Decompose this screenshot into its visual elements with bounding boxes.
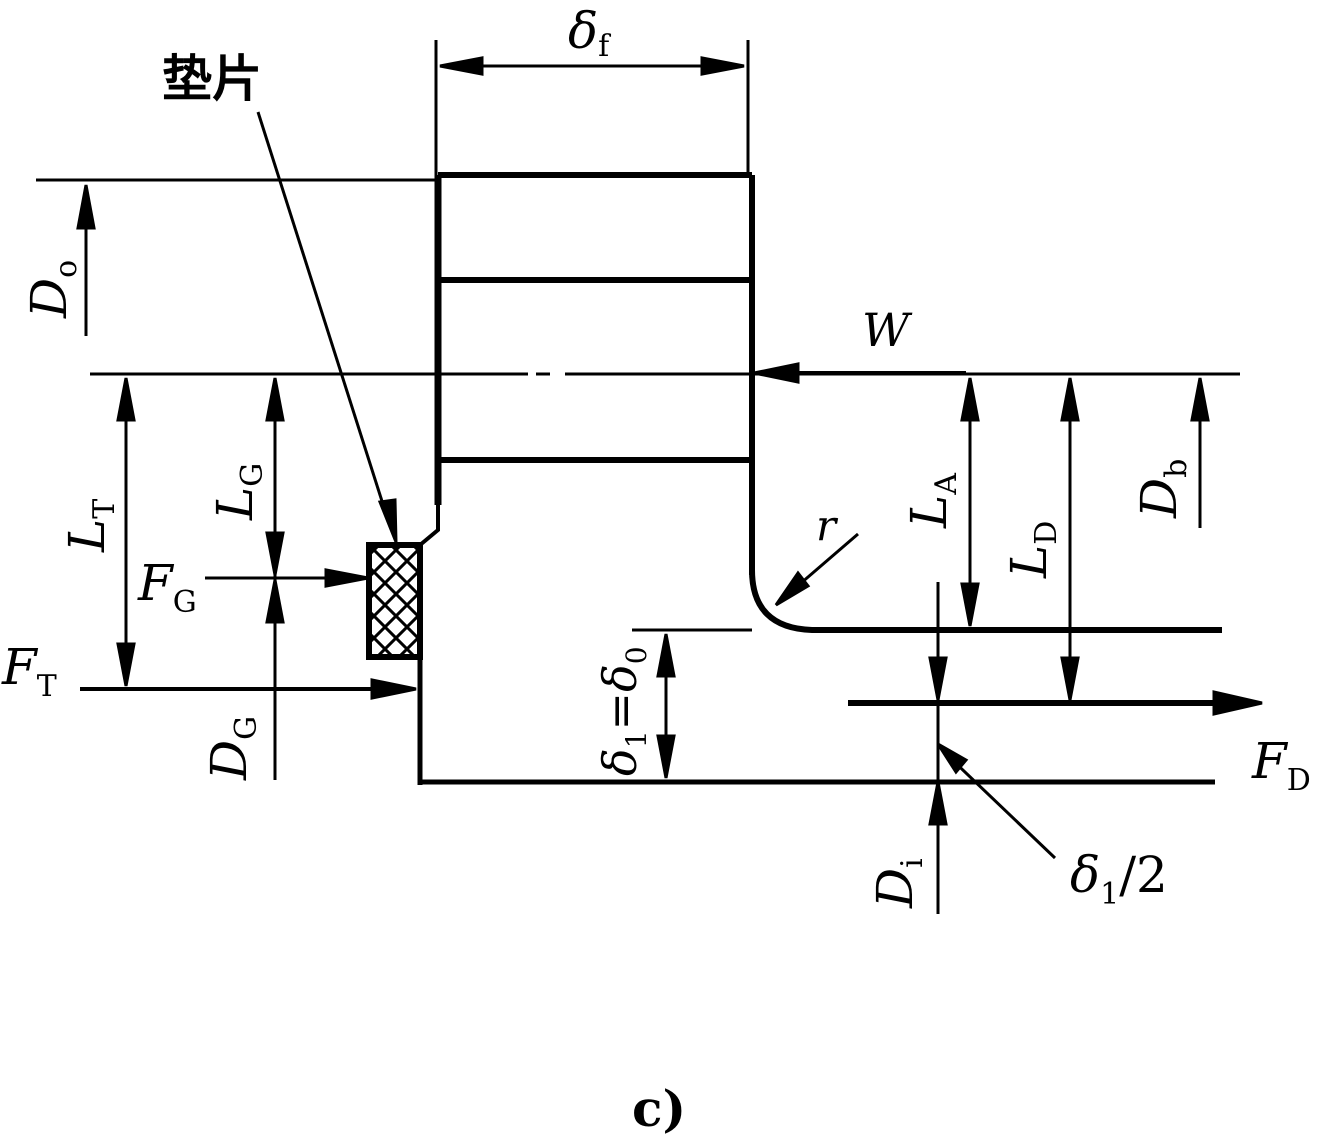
D-i-label: Di	[866, 858, 930, 909]
gasket-hatch	[366, 542, 423, 660]
D-G-label: DG	[200, 716, 264, 781]
svg-text:Db: Db	[1130, 459, 1194, 519]
gasket-label: 垫片	[162, 50, 262, 108]
svg-text:LD: LD	[1000, 521, 1064, 579]
D-b-label: Db	[1130, 459, 1194, 519]
reference-lines	[36, 40, 1240, 632]
hub-fillet-and-wall	[749, 569, 1222, 633]
gasket	[366, 542, 423, 660]
figure-caption: c)	[632, 1079, 686, 1136]
svg-text:DG: DG	[200, 716, 264, 781]
svg-text:δ1=δ0: δ1=δ0	[593, 646, 653, 776]
svg-text:Di: Di	[866, 858, 930, 909]
L-D-label: LD	[1000, 521, 1064, 579]
dimension-arrows	[76, 56, 1263, 914]
delta-1-eq-delta-0-label: δ1=δ0	[593, 646, 653, 776]
svg-text:LG: LG	[206, 463, 270, 521]
W-label: W	[862, 303, 913, 357]
delta-f-label: δf	[568, 2, 611, 64]
F-D-label: FD	[1251, 732, 1311, 798]
F-G-label: FG	[137, 554, 197, 620]
r-label: r	[816, 501, 839, 550]
delta-half-label: δ1/2	[1070, 846, 1168, 912]
face-chamfer	[418, 505, 440, 547]
svg-text:LA: LA	[900, 473, 964, 529]
L-A-label: LA	[900, 473, 964, 529]
F-T-label: FT	[1, 638, 57, 704]
L-T-label: LT	[58, 499, 122, 553]
svg-text:Do: Do	[20, 260, 84, 319]
flange-body	[417, 172, 1222, 785]
D-o-label: Do	[20, 260, 84, 319]
svg-text:LT: LT	[58, 499, 122, 553]
L-G-label: LG	[206, 463, 270, 521]
